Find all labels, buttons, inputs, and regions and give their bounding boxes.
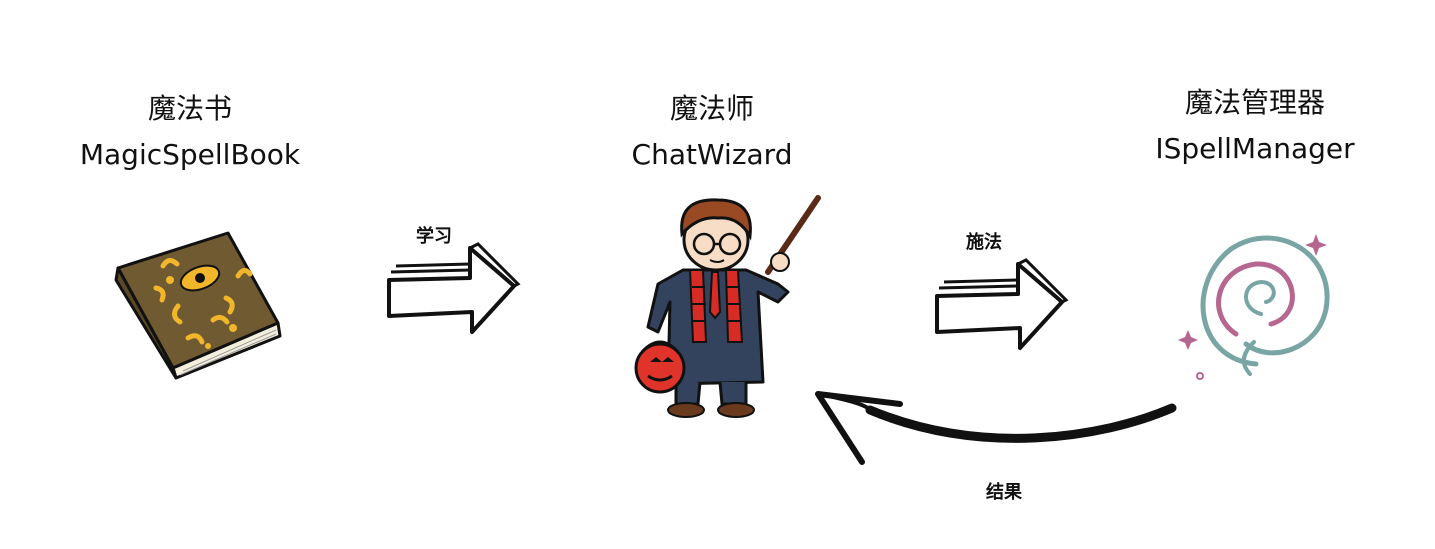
wizard-title-cn: 魔法师 (669, 92, 754, 125)
wizard-title: 魔法师 ChatWizard (592, 86, 832, 178)
cast-label: 施法 (966, 232, 1002, 253)
manager-title-en: ISpellManager (1155, 132, 1355, 165)
learn-arrow (387, 242, 521, 334)
magic-swirl-icon (1178, 234, 1330, 380)
result-label: 结果 (986, 482, 1022, 503)
wizard-icon (634, 195, 821, 418)
spell-book-icon (114, 231, 282, 380)
cast-arrow (935, 258, 1069, 350)
book-title-cn: 魔法书 (147, 92, 232, 125)
manager-title-cn: 魔法管理器 (1184, 86, 1325, 119)
book-title: 魔法书 MagicSpellBook (60, 86, 320, 178)
learn-label: 学习 (416, 226, 452, 247)
result-arrow (815, 391, 1177, 465)
book-title-en: MagicSpellBook (79, 138, 301, 171)
wizard-title-en: ChatWizard (631, 138, 793, 171)
manager-title: 魔法管理器 ISpellManager (1130, 80, 1380, 172)
